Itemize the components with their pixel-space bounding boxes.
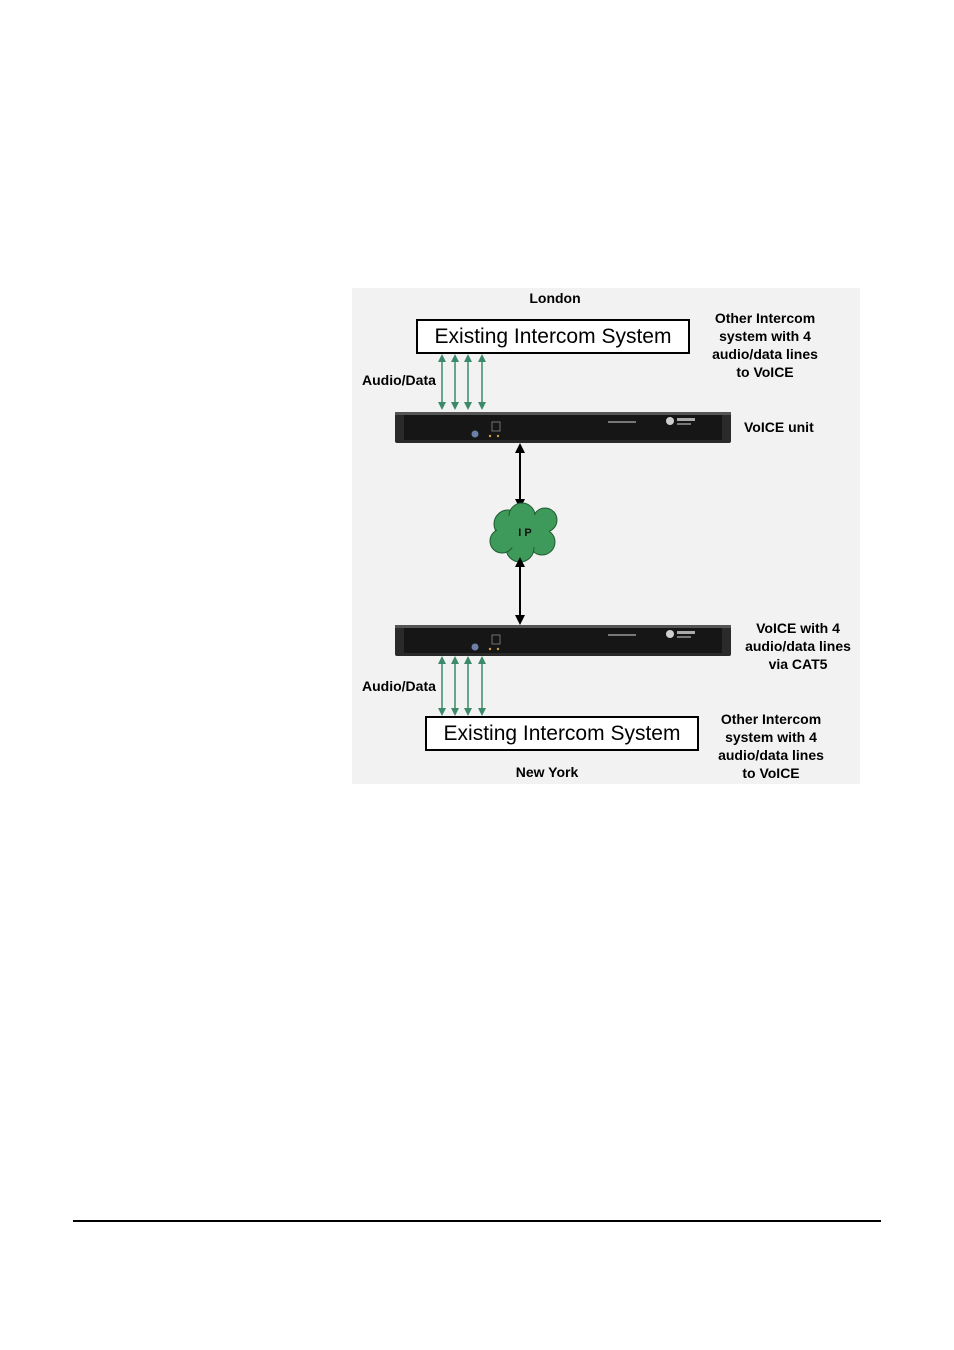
london-intercom-note: Other Intercom system with 4 audio/data …	[700, 309, 830, 381]
new-york-voice-unit	[395, 625, 731, 656]
new-york-voice-note: VoICE with 4 audio/data lines via CAT5	[734, 619, 862, 673]
note-line: Other Intercom	[714, 310, 816, 326]
london-label: London	[529, 290, 581, 306]
london-audio-data-label: Audio/Data	[362, 372, 436, 388]
voice-unit-label: VoICE unit	[744, 419, 814, 435]
london-voice-unit	[395, 412, 731, 443]
network-diagram: London Existing Intercom System Other In…	[352, 288, 860, 784]
new-york-intercom-system-box: Existing Intercom System	[425, 716, 699, 751]
new-york-intercom-note: Other Intercom system with 4 audio/data …	[706, 710, 836, 782]
ip-cloud-label: I P	[518, 527, 531, 539]
note-line: audio/data lines	[745, 638, 851, 654]
note-line: audio/data lines	[712, 346, 818, 362]
note-line: via CAT5	[768, 656, 828, 672]
new-york-audio-data-label: Audio/Data	[362, 678, 436, 694]
note-line: audio/data lines	[718, 747, 824, 763]
note-line: VoICE with 4	[756, 620, 840, 636]
london-audio-arrows	[438, 354, 486, 410]
footer-rule	[73, 1220, 881, 1222]
london-intercom-system-box: Existing Intercom System	[416, 319, 690, 354]
new-york-label: New York	[515, 764, 579, 780]
note-line: system with 4	[725, 729, 817, 745]
note-line: to VoICE	[742, 765, 800, 781]
ip-cloud: I P	[489, 502, 558, 563]
new-york-audio-arrows	[438, 656, 486, 716]
note-line: Other Intercom	[720, 711, 822, 727]
note-line: to VoICE	[736, 364, 794, 380]
note-line: system with 4	[719, 328, 811, 344]
diagram-graphics: I P	[395, 354, 731, 716]
